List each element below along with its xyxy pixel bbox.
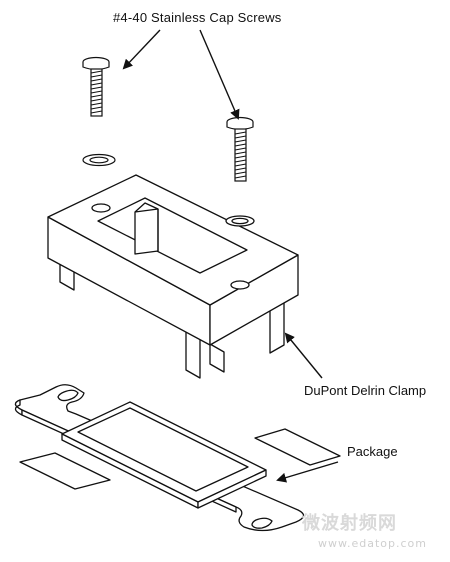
arrow-to-right-screw: [199, 29, 240, 120]
cap-screw-right: [226, 116, 254, 182]
watermark-logo-text: 微波射频网: [302, 513, 397, 534]
delrin-clamp: [47, 174, 299, 379]
leader-arrows: [122, 29, 339, 483]
label-delrin-clamp: DuPont Delrin Clamp: [304, 383, 427, 398]
cap-screw-left: [82, 56, 110, 117]
label-package: Package: [347, 444, 398, 459]
washer: [82, 153, 116, 167]
watermark-url: www.edatop.com: [318, 537, 427, 550]
label-cap-screws: #4-40 Stainless Cap Screws: [113, 10, 282, 25]
arrow-to-left-screw: [122, 29, 161, 70]
rf-package: [14, 384, 341, 532]
arrow-to-clamp: [284, 332, 323, 379]
arrow-to-package: [276, 461, 339, 483]
